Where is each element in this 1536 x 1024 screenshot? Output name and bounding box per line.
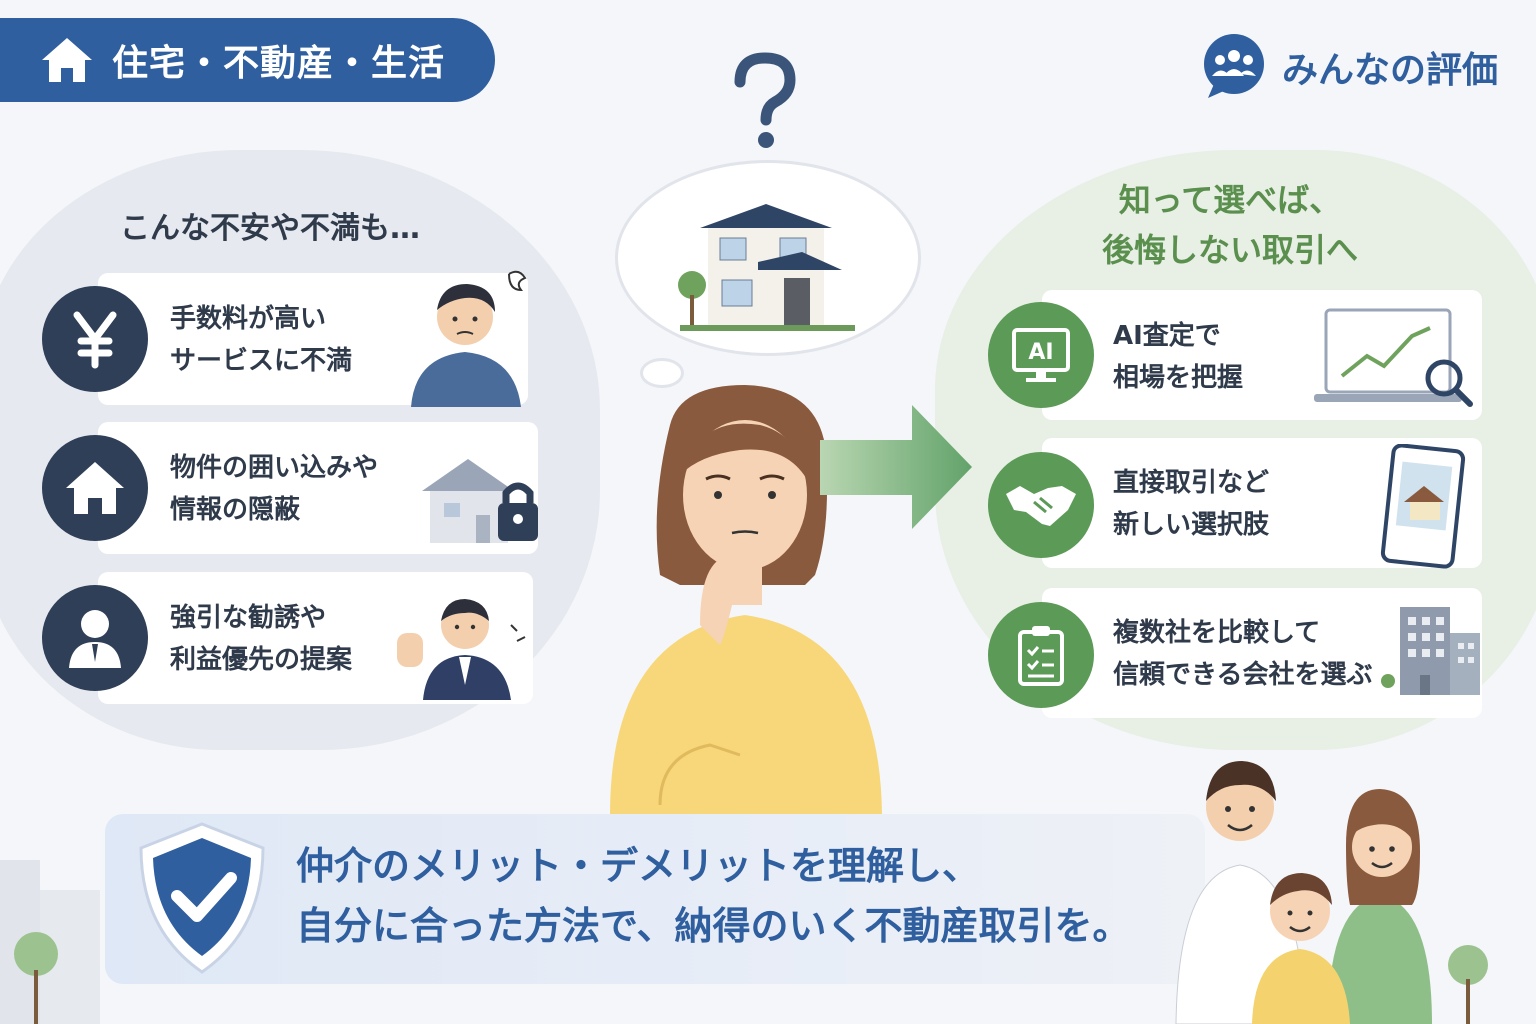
ai-monitor-icon: AI: [988, 302, 1094, 408]
solution-direct-line2: 新しい選択肢: [1113, 510, 1270, 540]
ai-badge-text: AI: [1028, 340, 1053, 365]
salesman-icon: [397, 599, 526, 700]
house-icon: [42, 435, 148, 541]
yen-icon: [42, 286, 148, 392]
summary-line1: 仲介のメリット・デメリットを理解し、: [296, 844, 981, 888]
category-tag[interactable]: 住宅・不動産・生活: [0, 18, 495, 102]
concern-hiding-line1: 物件の囲い込みや: [170, 453, 379, 483]
solutions-heading: 知って選べば、 後悔しない取引へ: [1040, 175, 1420, 275]
question-mark-icon: [734, 52, 796, 148]
house-illustration-icon: [678, 204, 855, 331]
family-illustration-icon: [1175, 761, 1488, 1024]
concern-hiding-line2: 情報の隠蔽: [170, 495, 301, 525]
frustrated-man-icon: [411, 270, 527, 407]
handshake-icon: [988, 452, 1094, 558]
thought-dot: [640, 358, 684, 388]
solution-ai-line1: AI査定で: [1113, 321, 1221, 351]
summary-banner: [105, 814, 1205, 984]
solution-compare-line1: 複数社を比較して: [1113, 618, 1321, 648]
person-icon: [42, 585, 148, 691]
solution-ai-line2: 相場を把握: [1113, 363, 1244, 393]
checklist-icon: [988, 602, 1094, 708]
solutions-heading-line2: 後悔しない取引へ: [1101, 231, 1358, 269]
concerns-heading: こんな不安や不満も…: [120, 211, 420, 246]
brand-label: みんなの評価: [1281, 50, 1498, 91]
concern-pushy-line1: 強引な勧誘や: [170, 603, 327, 633]
office-buildings-icon: [1381, 607, 1480, 695]
smartphone-house-icon: [1380, 444, 1466, 569]
summary-line2: 自分に合った方法で、納得のいく不動産取引を。: [296, 904, 1131, 948]
home-icon: [42, 38, 92, 82]
concern-fees-line2: サービスに不満: [170, 346, 353, 376]
laptop-chart-icon: [1314, 308, 1473, 407]
people-speech-bubble-icon: [1203, 34, 1264, 98]
summary-text: 仲介のメリット・デメリットを理解し、 自分に合った方法で、納得のいく不動産取引を…: [296, 836, 1130, 956]
brand[interactable]: みんなの評価: [1200, 34, 1498, 100]
category-label: 住宅・不動産・生活: [112, 43, 446, 84]
solutions-heading-line1: 知って選べば、: [1118, 181, 1342, 219]
house-lock-icon: [422, 459, 538, 543]
city-silhouette-left: [0, 860, 100, 1024]
concern-pushy-line2: 利益優先の提案: [170, 645, 353, 675]
shield-check-icon: [139, 822, 265, 974]
thinking-woman-icon: [610, 385, 882, 815]
concern-fees-line1: 手数料が高い: [170, 304, 327, 334]
solution-direct-line1: 直接取引など: [1113, 468, 1270, 498]
arrow-right-icon: [820, 405, 972, 529]
solution-compare-line2: 信頼できる会社を選ぶ: [1113, 660, 1373, 690]
